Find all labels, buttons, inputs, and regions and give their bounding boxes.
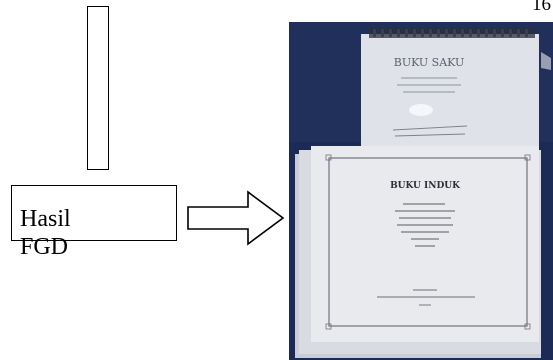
right-arrow-icon — [187, 190, 285, 246]
vertical-connector-box — [87, 6, 109, 170]
mainbook-title: BUKU INDUK — [390, 181, 461, 191]
pocketbook: BUKU SAKU — [361, 28, 539, 152]
mainbook: BUKU INDUK — [311, 146, 539, 342]
metal-clip — [541, 52, 551, 70]
page-number: 16 — [532, 0, 551, 15]
fgd-result-label: Hasil FGD — [20, 206, 71, 260]
fgd-result-box — [11, 185, 177, 241]
pocketbook-title: BUKU SAKU — [394, 56, 465, 69]
product-photo: BUKU SAKU BUKU INDUK — [289, 22, 553, 360]
